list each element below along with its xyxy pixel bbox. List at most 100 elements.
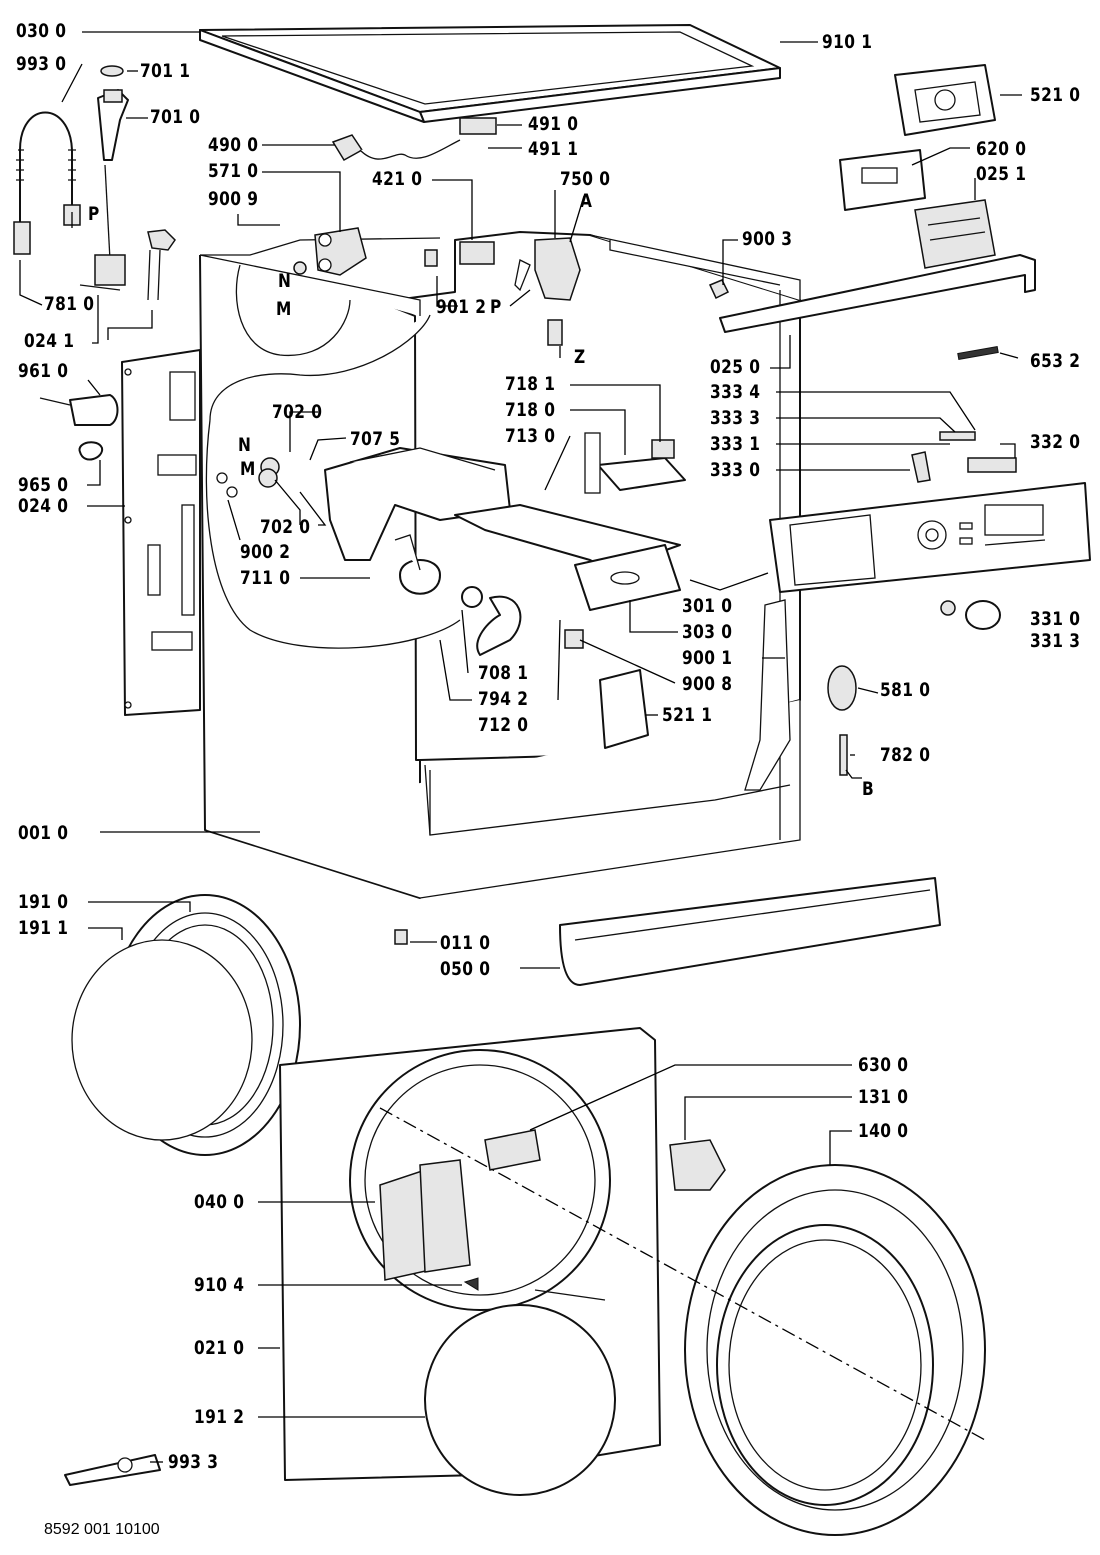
- label-581-0: 581 0: [880, 679, 931, 701]
- label-708-1: 708 1: [478, 662, 529, 684]
- inlet-hose: [13, 111, 81, 255]
- latch-131: [669, 1139, 726, 1191]
- valve-m: [258, 468, 278, 488]
- label-333-1: 333 1: [710, 433, 761, 455]
- screw-910-4: [463, 1277, 479, 1291]
- label-782-0: 782 0: [880, 744, 931, 766]
- led-strip: [957, 345, 999, 361]
- dispenser-drawer-303: [454, 504, 681, 611]
- label-024-0: 024 0: [18, 495, 69, 517]
- wiring-loom: [744, 599, 791, 791]
- clip-900-2a: [216, 472, 228, 484]
- main-control-board: [894, 64, 996, 136]
- button-333-0: [911, 451, 931, 483]
- label-900-3: 900 3: [742, 228, 793, 250]
- leader-lines: [19, 31, 1022, 1463]
- drawer-insert-718: [584, 432, 686, 494]
- power-cord: [331, 134, 461, 162]
- label-331-3: 331 3: [1030, 630, 1081, 652]
- module-521-1: [599, 669, 649, 749]
- door-interlock-581: [827, 665, 857, 711]
- plinth-050: [559, 877, 941, 986]
- label-702-0-b: 702 0: [260, 516, 311, 538]
- label-910-1: 910 1: [822, 31, 873, 53]
- label-961-0: 961 0: [18, 360, 69, 382]
- hose-valve-assembly: [79, 229, 176, 301]
- label-303-0: 303 0: [682, 621, 733, 643]
- spring-910-4: [534, 1289, 606, 1301]
- label-191-0: 191 0: [18, 891, 69, 913]
- clip-900-9: [293, 261, 307, 275]
- label-490-0: 490 0: [208, 134, 259, 156]
- label-140-0: 140 0: [858, 1120, 909, 1142]
- label-333-0: 333 0: [710, 459, 761, 481]
- label-713-0: 713 0: [505, 425, 556, 447]
- label-z: Z: [574, 346, 586, 368]
- pressure-switch: [514, 237, 581, 346]
- label-333-4: 333 4: [710, 381, 761, 403]
- door-gasket: [71, 894, 301, 1156]
- top-support-rail: [719, 254, 1036, 333]
- label-024-1: 024 1: [24, 330, 75, 352]
- label-b: B: [862, 778, 875, 800]
- noise-filter: [459, 117, 497, 135]
- water-valve: [314, 227, 367, 276]
- control-panel: [769, 482, 1091, 593]
- clip-900-2b: [226, 486, 238, 498]
- label-910-4: 910 4: [194, 1274, 245, 1296]
- label-191-1: 191 1: [18, 917, 69, 939]
- button-strip-332: [967, 457, 1017, 473]
- label-m-2: M: [240, 458, 256, 480]
- label-781-0: 781 0: [44, 293, 95, 315]
- label-900-2: 900 2: [240, 541, 291, 563]
- label-521-0: 521 0: [1030, 84, 1081, 106]
- label-050-0: 050 0: [440, 958, 491, 980]
- label-m-1: M: [276, 298, 292, 320]
- label-333-3: 333 3: [710, 407, 761, 429]
- label-900-8: 900 8: [682, 673, 733, 695]
- label-n-2: N: [238, 434, 252, 456]
- label-701-0: 701 0: [150, 106, 201, 128]
- label-491-0: 491 0: [528, 113, 579, 135]
- label-491-1: 491 1: [528, 138, 579, 160]
- label-707-5: 707 5: [350, 428, 401, 450]
- label-718-0: 718 0: [505, 399, 556, 421]
- label-a: A: [580, 190, 593, 212]
- motor-961: [39, 394, 119, 426]
- ring-965: [78, 441, 104, 461]
- sensor-clip: [424, 249, 438, 267]
- door-lock-630: [484, 1129, 541, 1171]
- buttons-333: [939, 431, 976, 441]
- label-712-0: 712 0: [478, 714, 529, 736]
- label-332-0: 332 0: [1030, 431, 1081, 453]
- clip-900-8: [564, 629, 584, 649]
- label-750-0: 750 0: [560, 168, 611, 190]
- label-794-2: 794 2: [478, 688, 529, 710]
- label-993-0: 993 0: [16, 53, 67, 75]
- drain-hose-hook: [97, 89, 129, 261]
- label-191-2: 191 2: [194, 1406, 245, 1428]
- door-ring: [684, 1164, 986, 1536]
- label-030-0: 030 0: [16, 20, 67, 42]
- label-571-0: 571 0: [208, 160, 259, 182]
- label-701-1: 701 1: [140, 60, 191, 82]
- pin-782: [839, 734, 848, 776]
- assembly-axis: [379, 1107, 986, 1441]
- label-900-9: 900 9: [208, 188, 259, 210]
- label-301-0: 301 0: [682, 595, 733, 617]
- bellows-708: [461, 586, 522, 656]
- module-board: [914, 199, 996, 269]
- label-620-0: 620 0: [976, 138, 1027, 160]
- label-040-0: 040 0: [194, 1191, 245, 1213]
- service-tool: [64, 1454, 161, 1486]
- cap: [100, 65, 124, 77]
- label-702-0-a: 702 0: [272, 401, 323, 423]
- label-131-0: 131 0: [858, 1086, 909, 1108]
- label-901-2: 901 2: [436, 296, 487, 318]
- door-glass: [424, 1304, 616, 1496]
- label-p-1: P: [88, 203, 100, 225]
- foot-011: [394, 929, 408, 945]
- label-331-0: 331 0: [1030, 608, 1081, 630]
- detergent-dispenser: [324, 447, 511, 595]
